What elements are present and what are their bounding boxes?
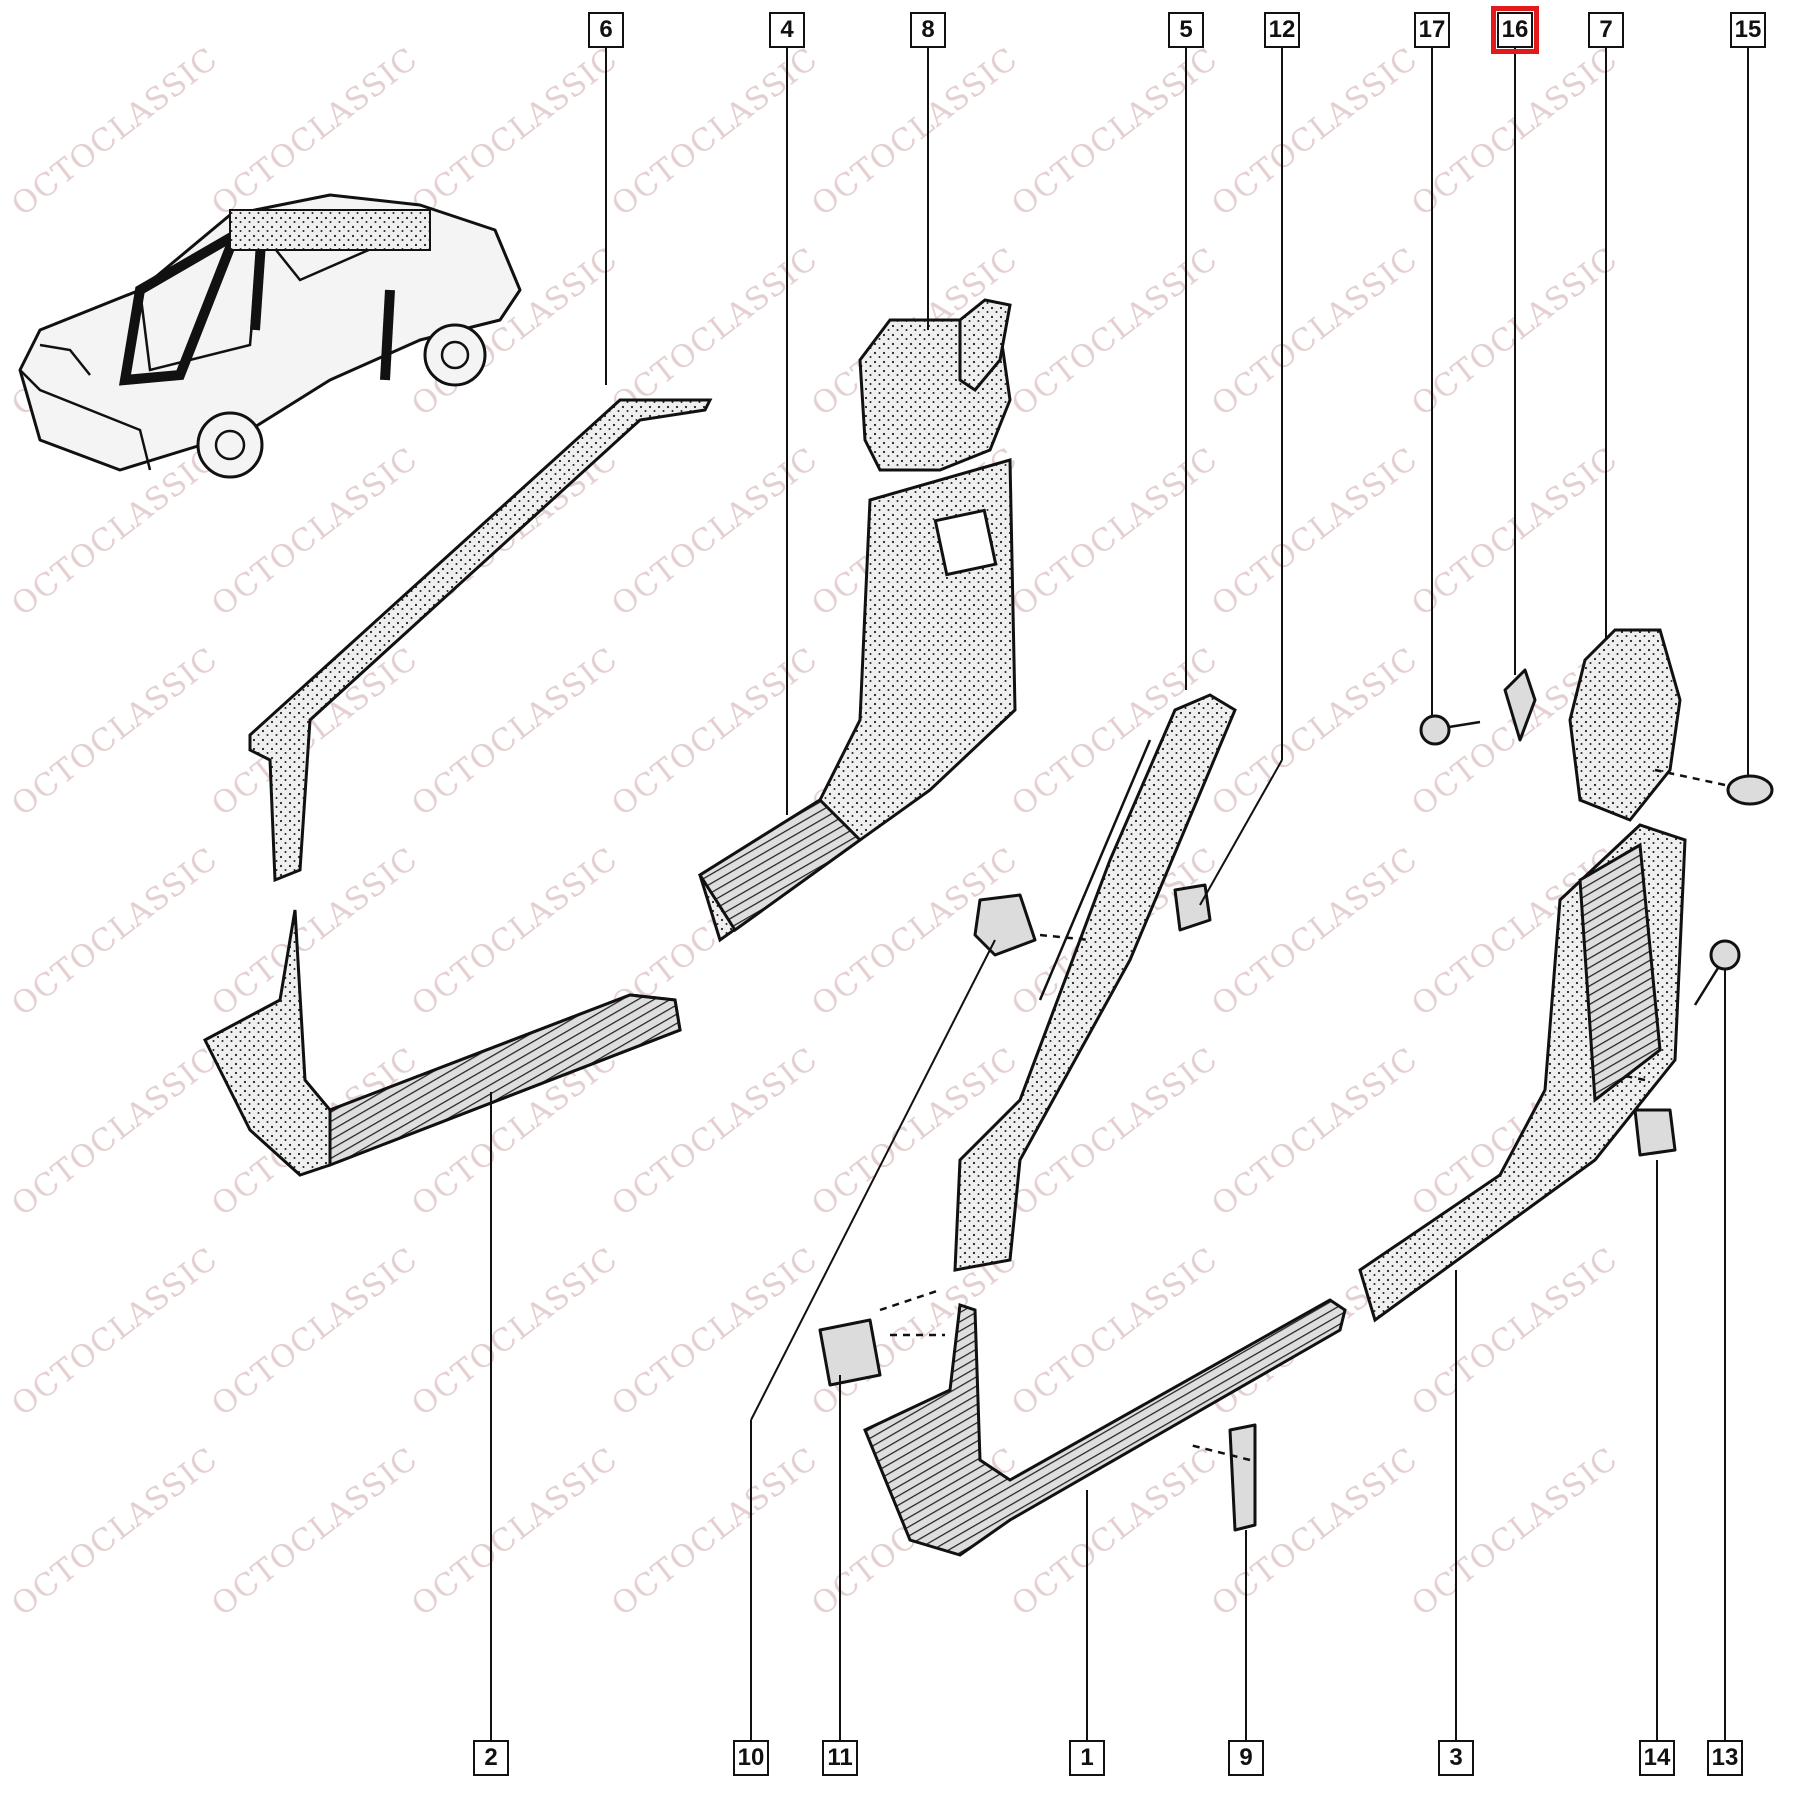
- callout-17[interactable]: 17: [1414, 12, 1450, 48]
- callout-16[interactable]: 16: [1491, 6, 1539, 54]
- callout-1[interactable]: 1: [1069, 1740, 1105, 1776]
- callout-15[interactable]: 15: [1730, 12, 1766, 48]
- callout-8[interactable]: 8: [910, 12, 946, 48]
- callout-9[interactable]: 9: [1228, 1740, 1264, 1776]
- callout-6[interactable]: 6: [588, 12, 624, 48]
- callout-12[interactable]: 12: [1264, 12, 1300, 48]
- part-4-b-pillar-trim: [698, 458, 1017, 943]
- callout-13[interactable]: 13: [1707, 1740, 1743, 1776]
- callout-4[interactable]: 4: [769, 12, 805, 48]
- callout-7[interactable]: 7: [1588, 12, 1624, 48]
- leader-lines: [490, 48, 1749, 1740]
- callout-10[interactable]: 10: [733, 1740, 769, 1776]
- callout-5[interactable]: 5: [1168, 12, 1204, 48]
- callout-3[interactable]: 3: [1438, 1740, 1474, 1776]
- car-illustration: [18, 193, 522, 479]
- fasteners: [818, 668, 1774, 1532]
- part-5-b-pillar-strip: [953, 693, 1237, 1272]
- part-6-a-pillar-trim: [248, 398, 713, 883]
- callout-2[interactable]: 2: [473, 1740, 509, 1776]
- part-7-upper-rear-trim: [1568, 628, 1682, 822]
- callout-14[interactable]: 14: [1639, 1740, 1675, 1776]
- part-1-rear-sill-trim: [863, 1298, 1347, 1557]
- callout-11[interactable]: 11: [822, 1740, 858, 1776]
